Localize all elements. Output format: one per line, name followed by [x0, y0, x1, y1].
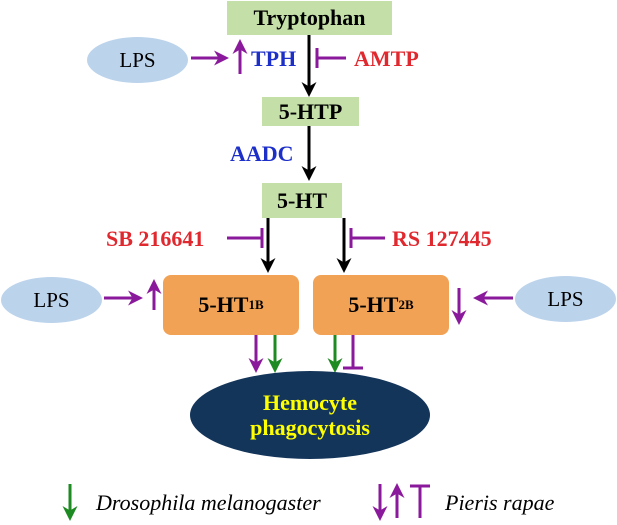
pathway-diagram [62, 34, 513, 521]
